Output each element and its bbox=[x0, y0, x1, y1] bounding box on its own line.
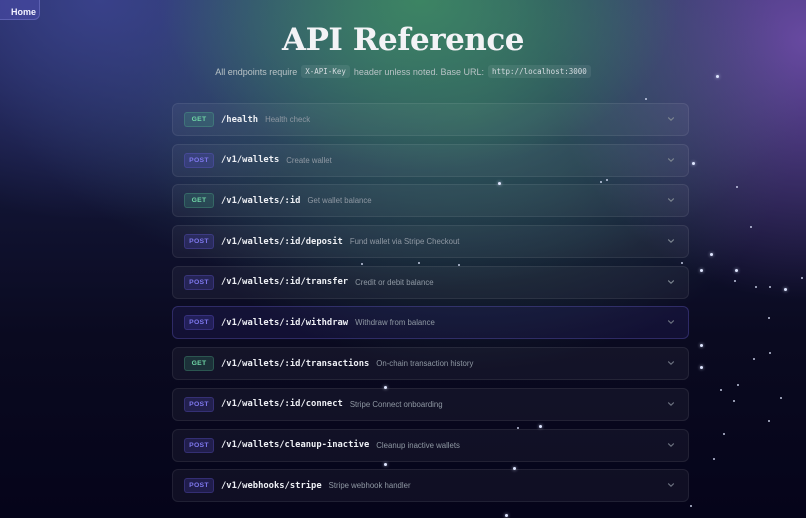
base-url-code: http://localhost:3000 bbox=[487, 65, 591, 78]
endpoint-description: Health check bbox=[265, 115, 311, 124]
method-badge: POST bbox=[184, 234, 214, 250]
endpoint-description: Cleanup inactive wallets bbox=[376, 440, 460, 450]
chevron-down-icon[interactable] bbox=[666, 317, 676, 327]
page-subtitle: All endpoints require X-API-Key header u… bbox=[0, 65, 806, 78]
endpoint-row-connect[interactable]: POST /v1/wallets/:id/connect Stripe Conn… bbox=[172, 387, 689, 421]
endpoint-path: /v1/wallets/:id bbox=[221, 195, 301, 206]
endpoint-row-transactions[interactable]: GET /v1/wallets/:id/transactions On-chai… bbox=[172, 347, 689, 381]
endpoint-row-deposit[interactable]: POST /v1/wallets/:id/deposit Fund wallet… bbox=[172, 225, 689, 259]
endpoint-row-transfer[interactable]: POST /v1/wallets/:id/transfer Credit or … bbox=[172, 265, 689, 299]
endpoint-row-cleanup-inactive[interactable]: POST /v1/wallets/cleanup-inactive Cleanu… bbox=[172, 428, 689, 462]
chevron-down-icon[interactable] bbox=[666, 155, 676, 165]
method-badge: POST bbox=[184, 315, 214, 331]
chevron-down-icon[interactable] bbox=[666, 480, 676, 490]
page-header: API Reference All endpoints require X-AP… bbox=[0, 20, 806, 78]
chevron-down-icon[interactable] bbox=[666, 358, 676, 368]
endpoint-path: /v1/wallets/:id/transfer bbox=[221, 277, 349, 288]
endpoint-row-get-wallet[interactable]: GET /v1/wallets/:id Get wallet balance bbox=[172, 184, 689, 218]
home-button[interactable]: Home bbox=[0, 0, 41, 20]
chevron-down-icon[interactable] bbox=[666, 236, 676, 246]
endpoint-row-create-wallet[interactable]: POST /v1/wallets Create wallet bbox=[172, 143, 689, 177]
subtitle-middle: header unless noted. Base URL: bbox=[353, 66, 484, 77]
endpoint-row-stripe-webhook[interactable]: POST /v1/webhooks/stripe Stripe webhook … bbox=[172, 469, 689, 503]
subtitle-prefix: All endpoints require bbox=[215, 66, 298, 77]
endpoint-description: Credit or debit balance bbox=[355, 277, 434, 287]
endpoint-path: /v1/webhooks/stripe bbox=[221, 480, 322, 491]
chevron-down-icon[interactable] bbox=[666, 440, 676, 450]
page-title: API Reference bbox=[282, 22, 524, 58]
endpoint-path: /v1/wallets/:id/connect bbox=[221, 399, 343, 410]
method-badge: POST bbox=[184, 478, 214, 494]
endpoint-path: /health bbox=[221, 114, 259, 125]
chevron-down-icon[interactable] bbox=[666, 399, 676, 409]
method-badge: POST bbox=[184, 396, 214, 412]
method-badge: GET bbox=[184, 193, 214, 209]
endpoint-list: GET /health Health check POST /v1/wallet… bbox=[172, 103, 689, 510]
auth-header-code: X-API-Key bbox=[301, 65, 350, 78]
endpoint-description: On-chain transaction history bbox=[376, 359, 474, 369]
chevron-down-icon[interactable] bbox=[666, 114, 676, 124]
method-badge: GET bbox=[184, 356, 214, 372]
home-button-label: Home bbox=[11, 7, 37, 17]
method-badge: POST bbox=[184, 437, 214, 453]
endpoint-path: /v1/wallets bbox=[221, 155, 280, 166]
endpoint-path: /v1/wallets/:id/deposit bbox=[221, 236, 343, 247]
endpoint-path: /v1/wallets/cleanup-inactive bbox=[221, 440, 370, 450]
endpoint-row-health[interactable]: GET /health Health check bbox=[172, 103, 689, 136]
chevron-down-icon[interactable] bbox=[666, 195, 676, 205]
endpoint-path: /v1/wallets/:id/transactions bbox=[221, 358, 370, 369]
method-badge: POST bbox=[184, 152, 214, 168]
endpoint-description: Fund wallet via Stripe Checkout bbox=[349, 237, 460, 247]
endpoint-row-withdraw[interactable]: POST /v1/wallets/:id/withdraw Withdraw f… bbox=[172, 306, 689, 340]
endpoint-description: Get wallet balance bbox=[307, 196, 372, 206]
endpoint-path: /v1/wallets/:id/withdraw bbox=[221, 317, 349, 328]
method-badge: POST bbox=[184, 274, 214, 290]
endpoint-description: Withdraw from balance bbox=[355, 318, 435, 328]
endpoint-description: Stripe Connect onboarding bbox=[349, 399, 443, 409]
chevron-down-icon[interactable] bbox=[666, 277, 676, 287]
endpoint-description: Create wallet bbox=[286, 155, 332, 165]
endpoint-description: Stripe webhook handler bbox=[328, 481, 411, 491]
method-badge: GET bbox=[184, 112, 214, 127]
